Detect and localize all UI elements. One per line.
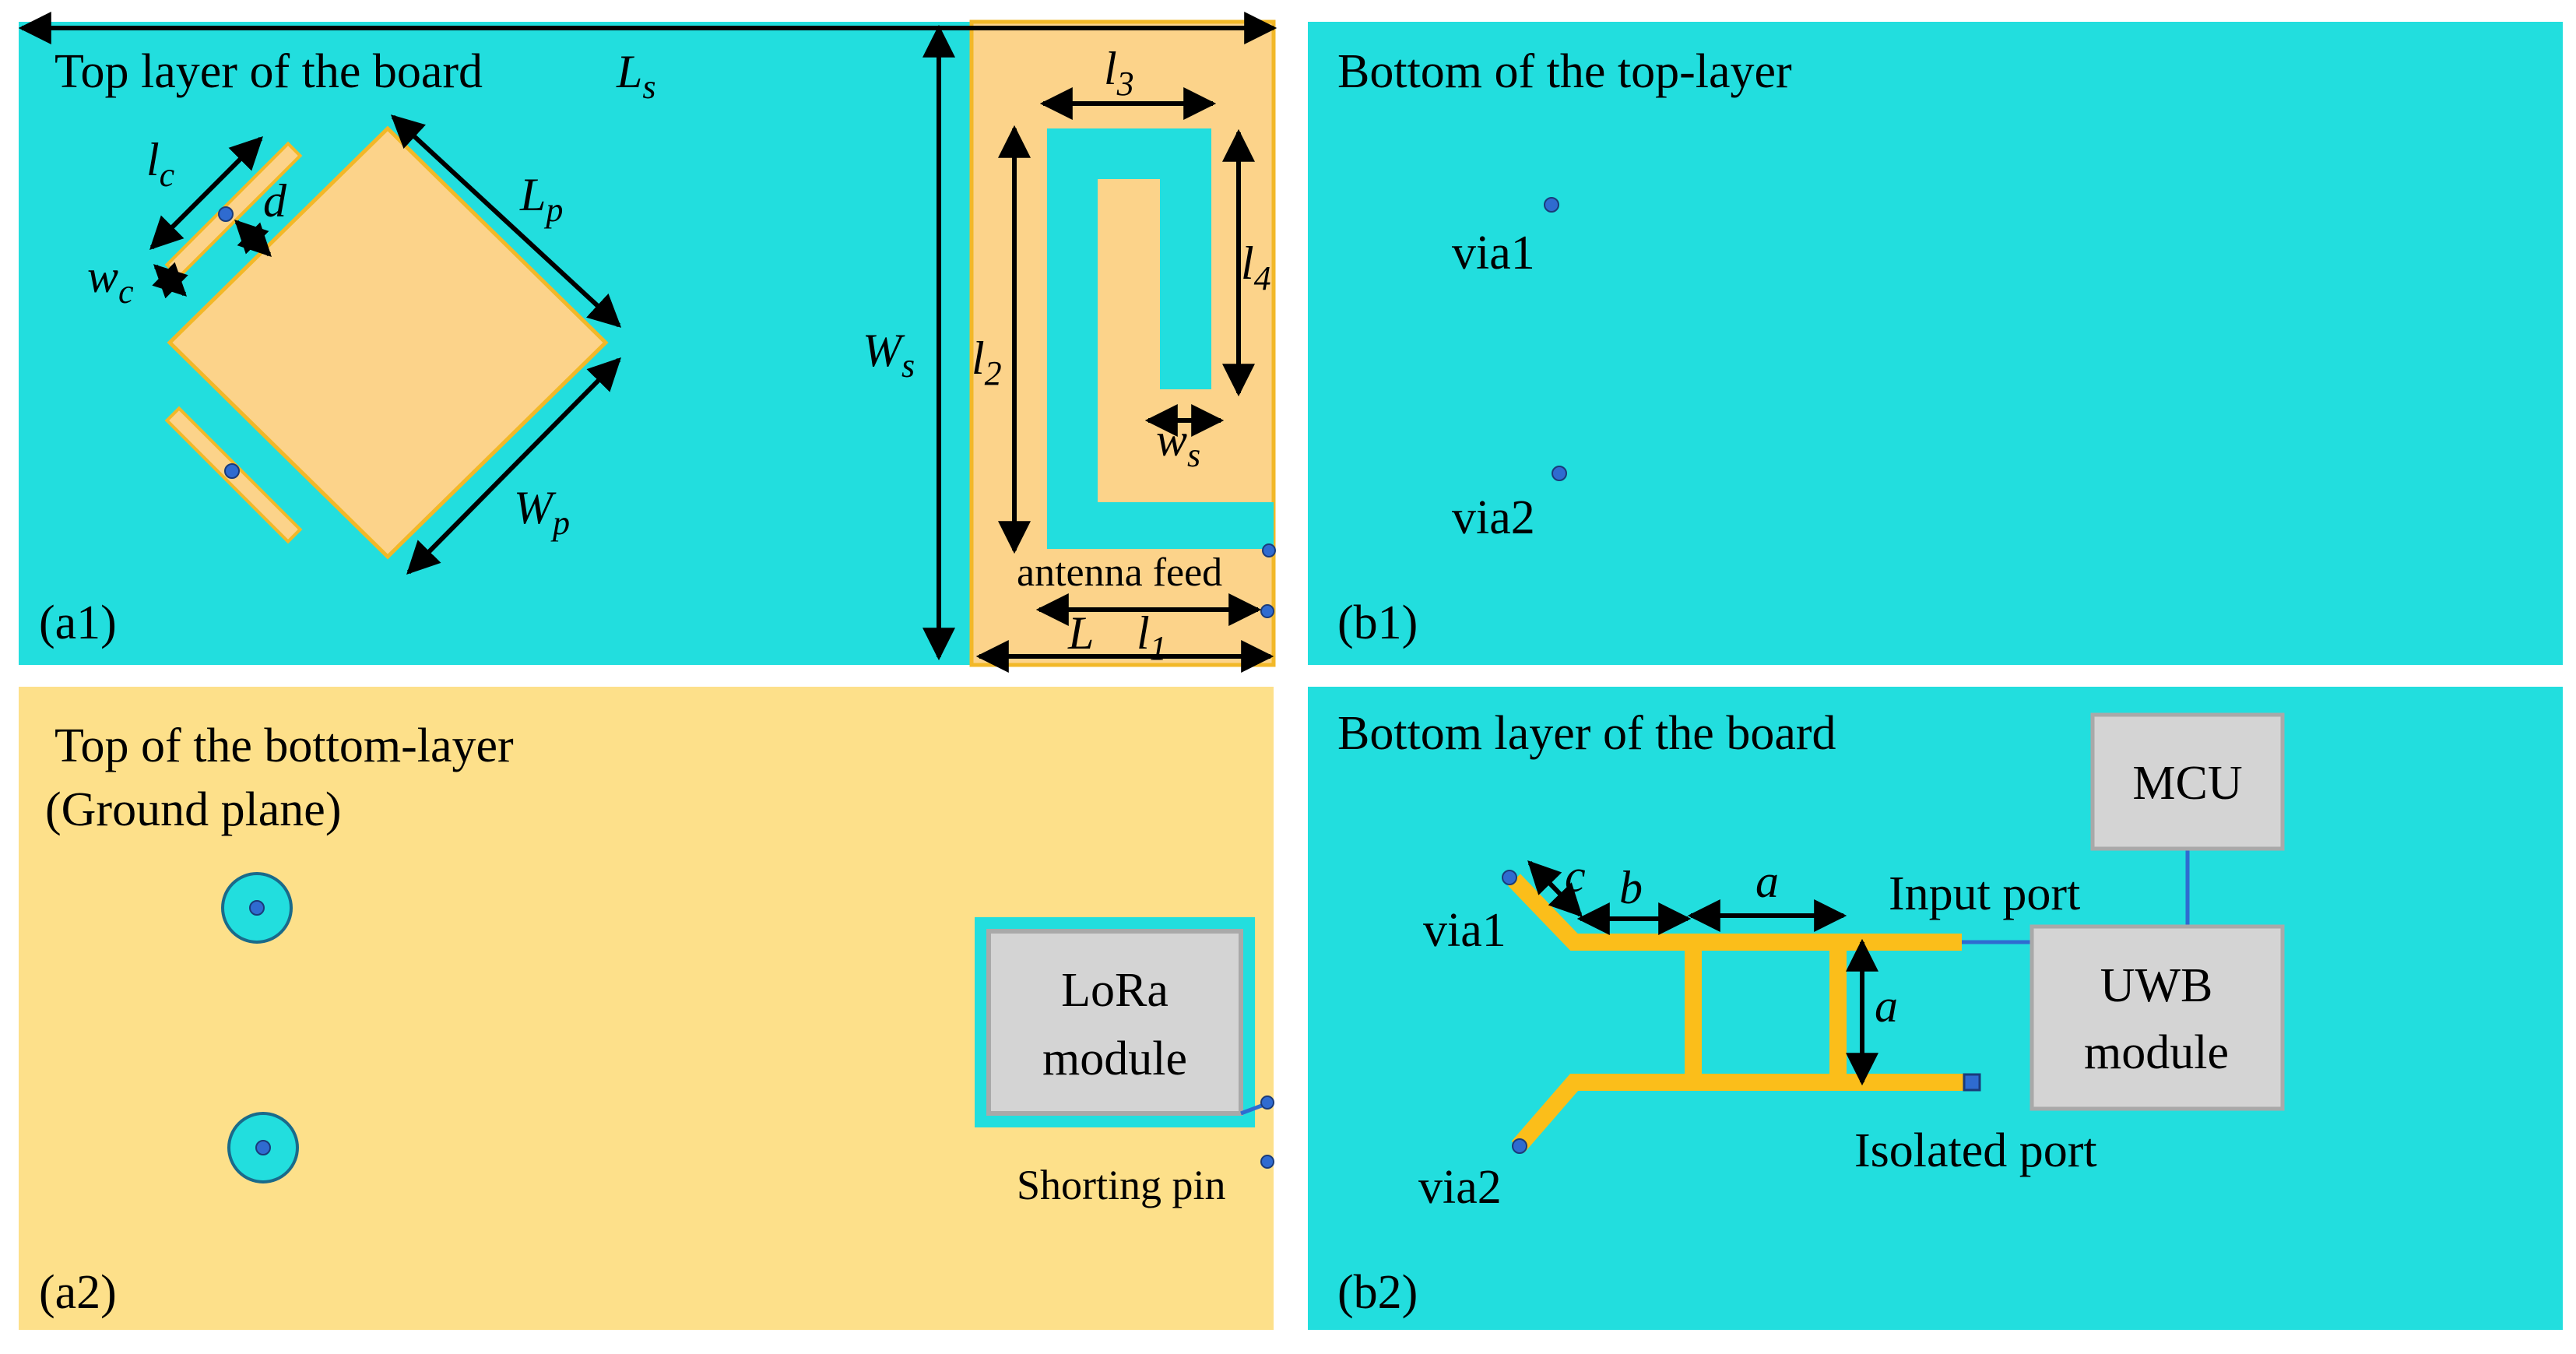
a1-title: Top layer of the board bbox=[54, 45, 483, 98]
b1-via1-dot bbox=[1544, 197, 1559, 213]
panel-a1: Top layer of the board Ls lc d wc Lp Wp … bbox=[18, 12, 1277, 673]
a1-via-top bbox=[218, 206, 234, 222]
feed-point-bottom bbox=[1260, 604, 1274, 618]
a1-tag: (a1) bbox=[39, 596, 117, 649]
c-label: c bbox=[1565, 850, 1586, 902]
b1-title: Bottom of the top-layer bbox=[1337, 45, 1792, 98]
wc-dimension-arrow bbox=[152, 262, 188, 299]
panel-b1: Bottom of the top-layer via1 via2 (b1) bbox=[1308, 22, 2563, 665]
b2-title: Bottom layer of the board bbox=[1337, 707, 1836, 760]
b2-substrate bbox=[1308, 687, 2563, 1330]
ws-label: Ws bbox=[863, 325, 915, 385]
a2-title-line2: (Ground plane) bbox=[45, 783, 341, 836]
l1-label: l1 bbox=[1137, 607, 1167, 667]
b1-tag: (b1) bbox=[1337, 596, 1418, 649]
b2-via2-dot bbox=[1512, 1138, 1527, 1154]
isolated-port-label: Isolated port bbox=[1854, 1124, 2097, 1177]
isolated-port-termination bbox=[1963, 1073, 1981, 1092]
feed-line-via2 bbox=[1511, 1074, 1693, 1153]
mcu-box bbox=[2093, 715, 2283, 849]
ws-slot-label: ws bbox=[1156, 414, 1200, 474]
c-dimension-arrow bbox=[1527, 860, 1583, 918]
b2-via1-label: via1 bbox=[1423, 904, 1506, 957]
lora-module-box bbox=[989, 931, 1241, 1113]
ground-via-2 bbox=[255, 1140, 271, 1155]
lp-label: Lp bbox=[519, 169, 563, 229]
branch-line-ring bbox=[1685, 934, 1847, 1091]
d-dimension-arrow bbox=[234, 220, 272, 257]
antenna-feed-label: antenna feed bbox=[1017, 550, 1222, 595]
uwb-module-edge bbox=[2030, 924, 2285, 1111]
lora-label-line1: LoRa bbox=[1061, 964, 1169, 1017]
uwb-label-line1: UWB bbox=[2100, 959, 2213, 1012]
uwb-label-line2: module bbox=[2084, 1026, 2229, 1079]
a-top-label: a bbox=[1755, 856, 1779, 907]
input-port-label: Input port bbox=[1889, 867, 2080, 920]
shorting-pin-label: Shorting pin bbox=[1017, 1162, 1226, 1208]
b1-via1-label: via1 bbox=[1452, 227, 1535, 280]
lc-label: lc bbox=[146, 134, 175, 194]
b2-via1-dot bbox=[1502, 870, 1517, 885]
shorting-pin-bottom bbox=[1260, 1155, 1274, 1169]
b2-tag: (b2) bbox=[1337, 1266, 1418, 1319]
meander-slot bbox=[1047, 128, 1274, 549]
a2-title-line1: Top of the bottom-layer bbox=[54, 719, 514, 772]
ls-label: Ls bbox=[616, 46, 656, 106]
lp-dimension-arrow bbox=[390, 114, 622, 328]
b2-via2-label: via2 bbox=[1418, 1161, 1502, 1214]
b-label: b bbox=[1619, 862, 1643, 913]
wp-label: Wp bbox=[514, 482, 570, 542]
b1-substrate bbox=[1308, 22, 2563, 665]
lora-label-line2: module bbox=[1042, 1032, 1187, 1085]
l2-label: l2 bbox=[972, 332, 1002, 392]
l-label: L bbox=[1067, 607, 1094, 659]
l4-label: l4 bbox=[1241, 237, 1271, 297]
lc-dimension-arrow bbox=[149, 136, 263, 250]
a2-tag: (a2) bbox=[39, 1266, 117, 1319]
panel-a2: Top of the bottom-layer (Ground plane) L… bbox=[19, 687, 1274, 1330]
mcu-box-edge bbox=[2090, 712, 2285, 851]
wp-dimension-arrow bbox=[406, 357, 621, 575]
uwb-module-box bbox=[2032, 927, 2283, 1109]
mcu-label: MCU bbox=[2132, 757, 2242, 810]
a-side-label: a bbox=[1875, 980, 1898, 1032]
wc-label: wc bbox=[87, 251, 134, 311]
d-label: d bbox=[263, 175, 287, 227]
ground-via-1 bbox=[249, 900, 265, 916]
a1-via-bottom bbox=[224, 463, 240, 479]
panel-b2: Bottom layer of the board via1 via2 c b … bbox=[1308, 687, 2563, 1330]
l3-label: l3 bbox=[1104, 43, 1134, 103]
lora-module-edge bbox=[986, 929, 1243, 1116]
shorting-pin-top bbox=[1260, 1096, 1274, 1110]
b1-via2-label: via2 bbox=[1452, 491, 1535, 544]
feed-point-top bbox=[1262, 543, 1276, 557]
b1-via2-dot bbox=[1552, 466, 1567, 481]
